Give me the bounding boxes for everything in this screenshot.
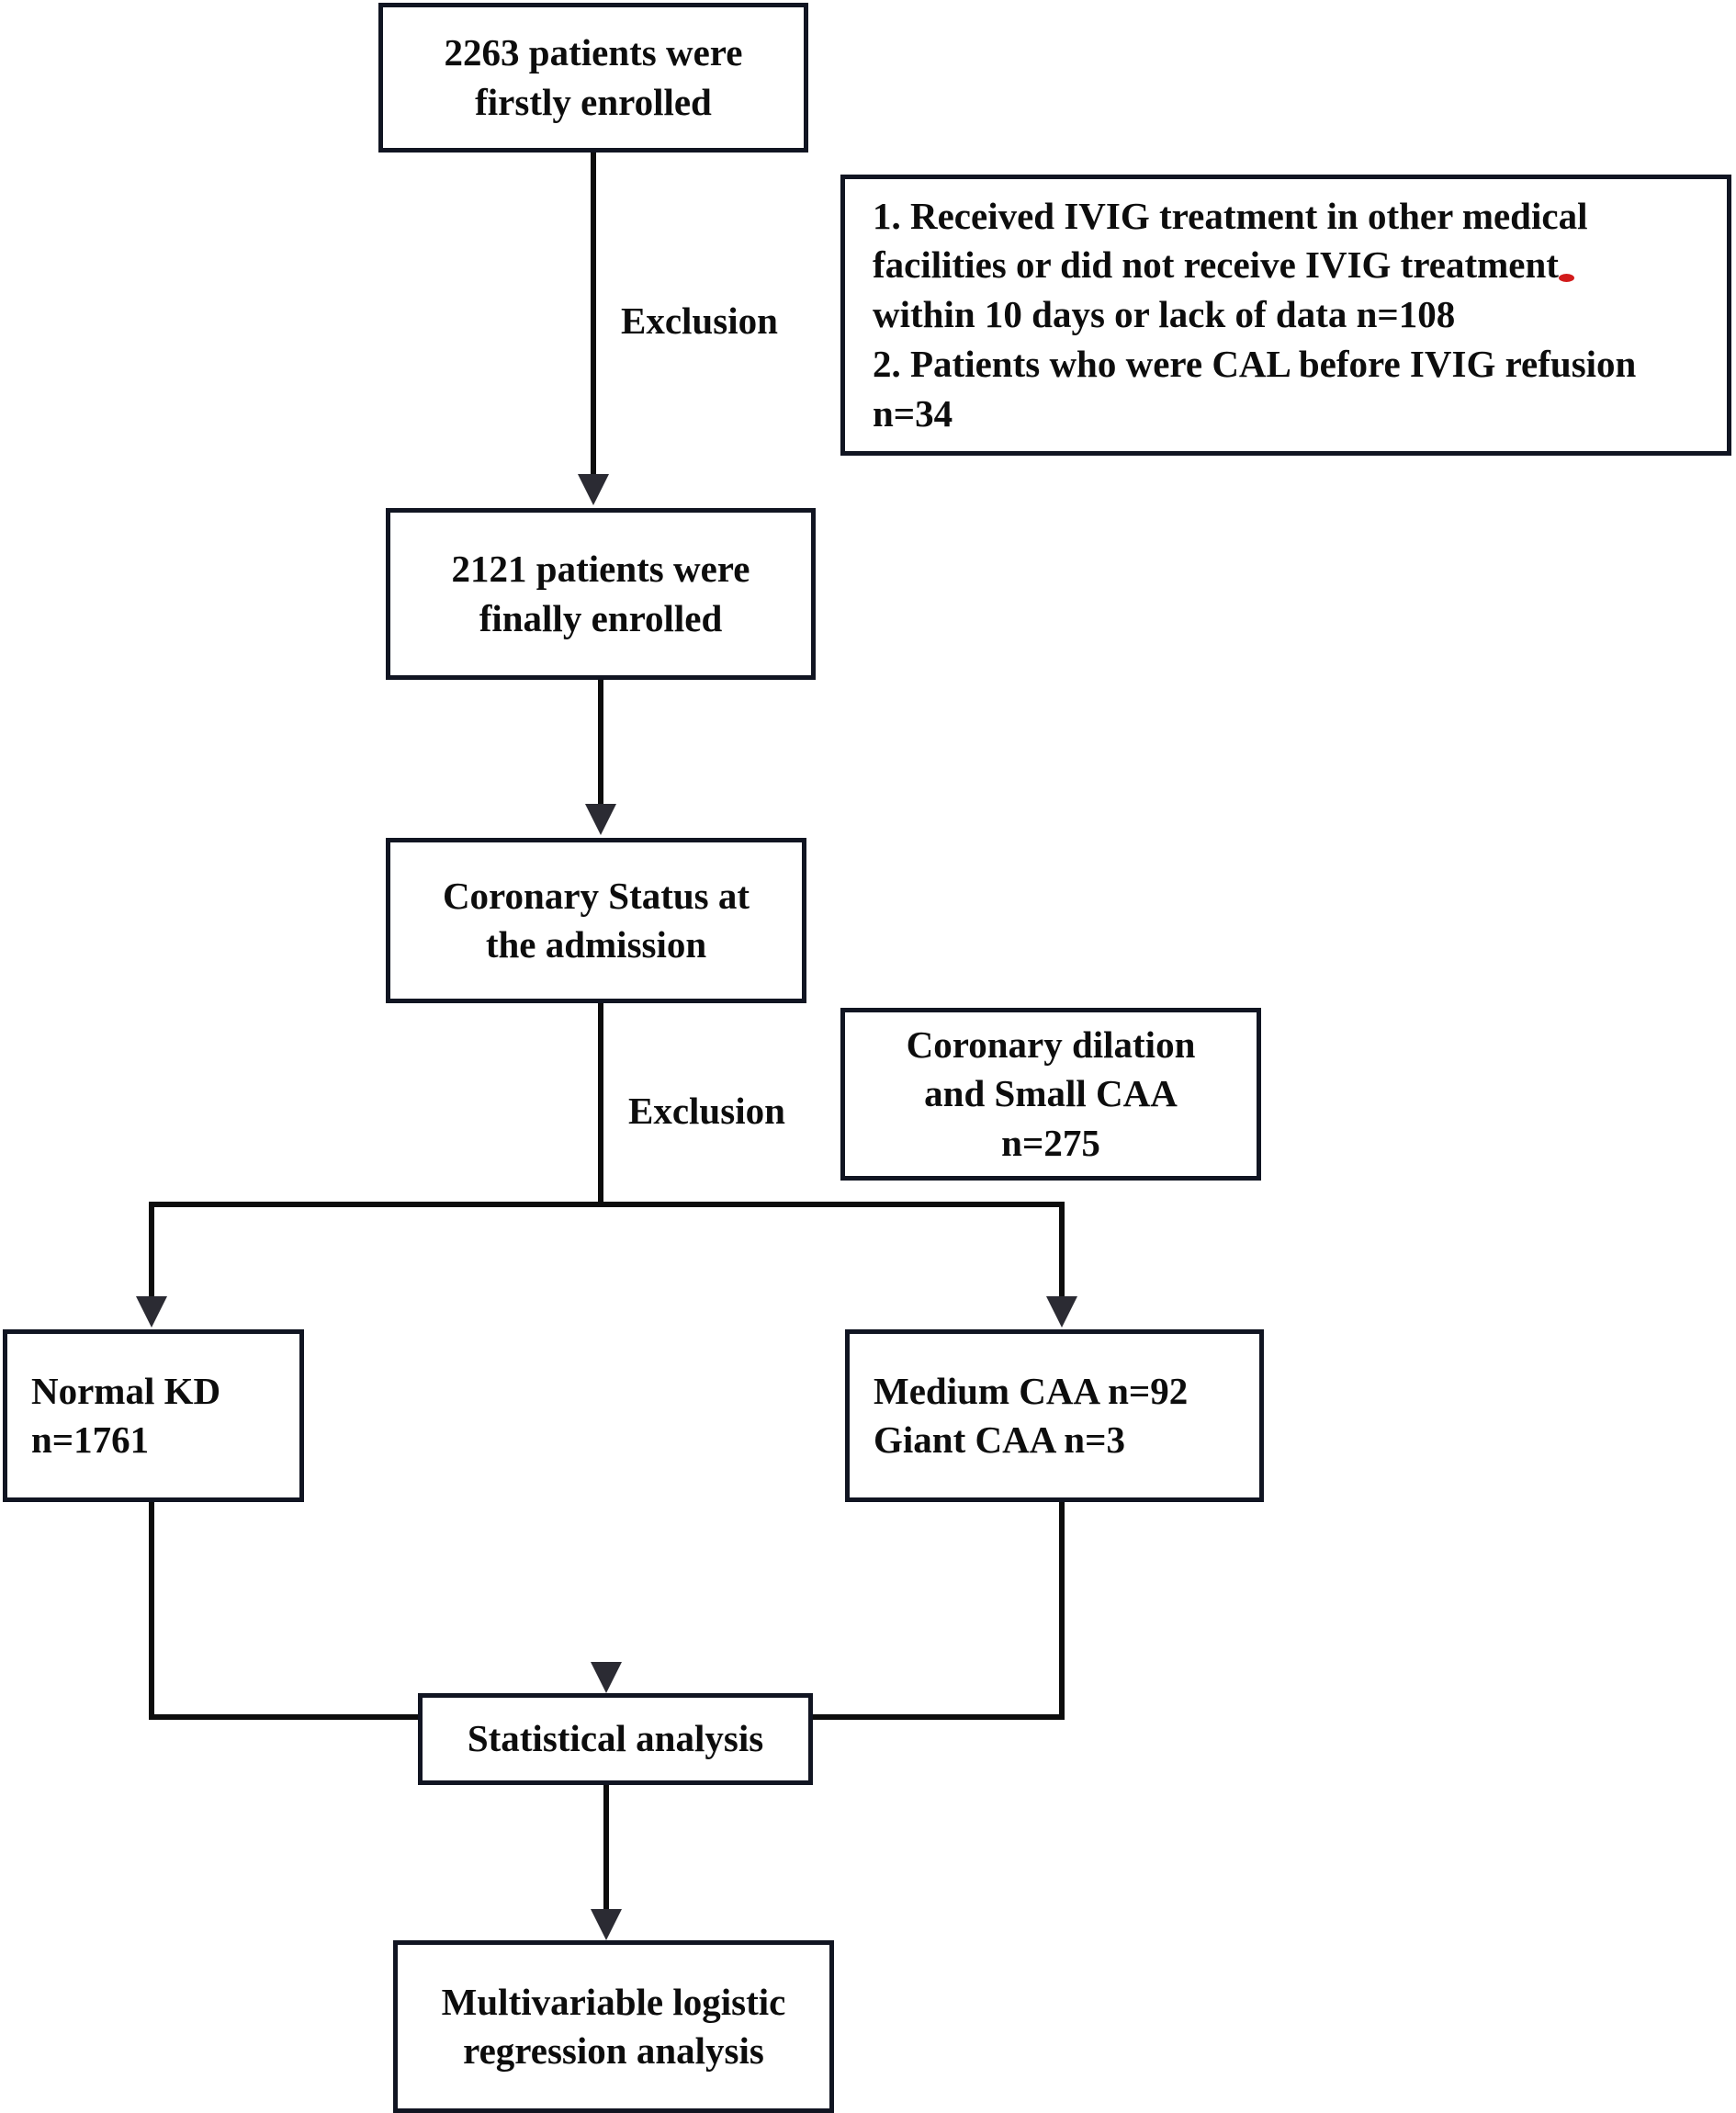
arrowhead-to-coronary-status xyxy=(585,804,616,835)
edge-label-exclusion-1: Exclusion xyxy=(621,299,778,342)
exclusion-criteria-line-2: facilities or did not receive IVIG treat… xyxy=(873,243,1559,287)
node-medium-giant-caa[interactable]: Medium CAA n=92 Giant CAA n=3 xyxy=(845,1329,1264,1502)
connector-final-to-coronary-status xyxy=(598,680,603,804)
connector-coronary-status-to-fork xyxy=(598,1003,603,1207)
arrowhead-to-enrolled-final xyxy=(578,474,609,505)
node-coronary-status-line-2: the admission xyxy=(485,923,707,966)
node-coronary-status[interactable]: Coronary Status at the admission xyxy=(386,838,806,1003)
arrowhead-to-multivariable xyxy=(591,1909,622,1940)
exclusion-criteria-line-1: 1. Received IVIG treatment in other medi… xyxy=(873,194,1588,237)
node-multivariable-logistic-regression[interactable]: Multivariable logistic regression analys… xyxy=(393,1940,834,2113)
node-statistical-line-1: Statistical analysis xyxy=(467,1717,764,1760)
arrowhead-to-statistical xyxy=(591,1662,622,1693)
node-coronary-dilation-line-2: and Small CAA xyxy=(924,1072,1178,1115)
node-multivariable-line-2: regression analysis xyxy=(463,2029,764,2072)
node-enrolled-first[interactable]: 2263 patients were firstly enrolled xyxy=(378,3,808,153)
exclusion-criteria-line-5: n=34 xyxy=(873,391,953,435)
node-caa-line-1: Medium CAA n=92 xyxy=(874,1369,1189,1412)
arrowhead-to-normal-kd xyxy=(136,1296,167,1328)
node-coronary-dilation-small-caa[interactable]: Coronary dilation and Small CAA n=275 xyxy=(840,1008,1261,1181)
red-artifact-mark xyxy=(1559,274,1574,282)
node-statistical-analysis[interactable]: Statistical analysis xyxy=(418,1693,813,1785)
fork-horizontal-line xyxy=(149,1202,1065,1207)
fork-left-arm xyxy=(149,1202,154,1296)
node-coronary-dilation-line-3: n=275 xyxy=(1001,1121,1100,1164)
node-coronary-dilation-line-1: Coronary dilation xyxy=(906,1023,1196,1067)
fork-right-arm xyxy=(1059,1202,1065,1296)
node-multivariable-line-1: Multivariable logistic xyxy=(441,1980,786,2023)
connector-enrolled-first-to-final xyxy=(591,153,596,474)
node-enrolled-final[interactable]: 2121 patients were finally enrolled xyxy=(386,508,816,680)
node-caa-line-2: Giant CAA n=3 xyxy=(874,1418,1125,1461)
node-normal-kd-line-2: n=1761 xyxy=(31,1418,150,1461)
arrowhead-to-caa xyxy=(1046,1296,1077,1328)
exclusion-criteria-line-4: 2. Patients who were CAL before IVIG ref… xyxy=(873,342,1637,385)
node-enrolled-final-line-1: 2121 patients were xyxy=(451,548,750,591)
connector-statistical-to-multivariable xyxy=(603,1785,609,1909)
node-normal-kd[interactable]: Normal KD n=1761 xyxy=(3,1329,304,1502)
node-enrolled-first-line-2: firstly enrolled xyxy=(475,80,712,123)
edge-label-exclusion-2: Exclusion xyxy=(628,1090,785,1132)
node-coronary-status-line-1: Coronary Status at xyxy=(442,874,750,917)
merge-left-arm xyxy=(149,1502,154,1720)
node-enrolled-first-line-1: 2263 patients were xyxy=(444,31,743,74)
node-exclusion-criteria-1[interactable]: 1. Received IVIG treatment in other medi… xyxy=(840,175,1731,456)
node-normal-kd-line-1: Normal KD xyxy=(31,1369,221,1412)
merge-right-arm xyxy=(1059,1502,1065,1720)
exclusion-criteria-line-3: within 10 days or lack of data n=108 xyxy=(873,293,1456,336)
node-enrolled-final-line-2: finally enrolled xyxy=(479,596,723,639)
